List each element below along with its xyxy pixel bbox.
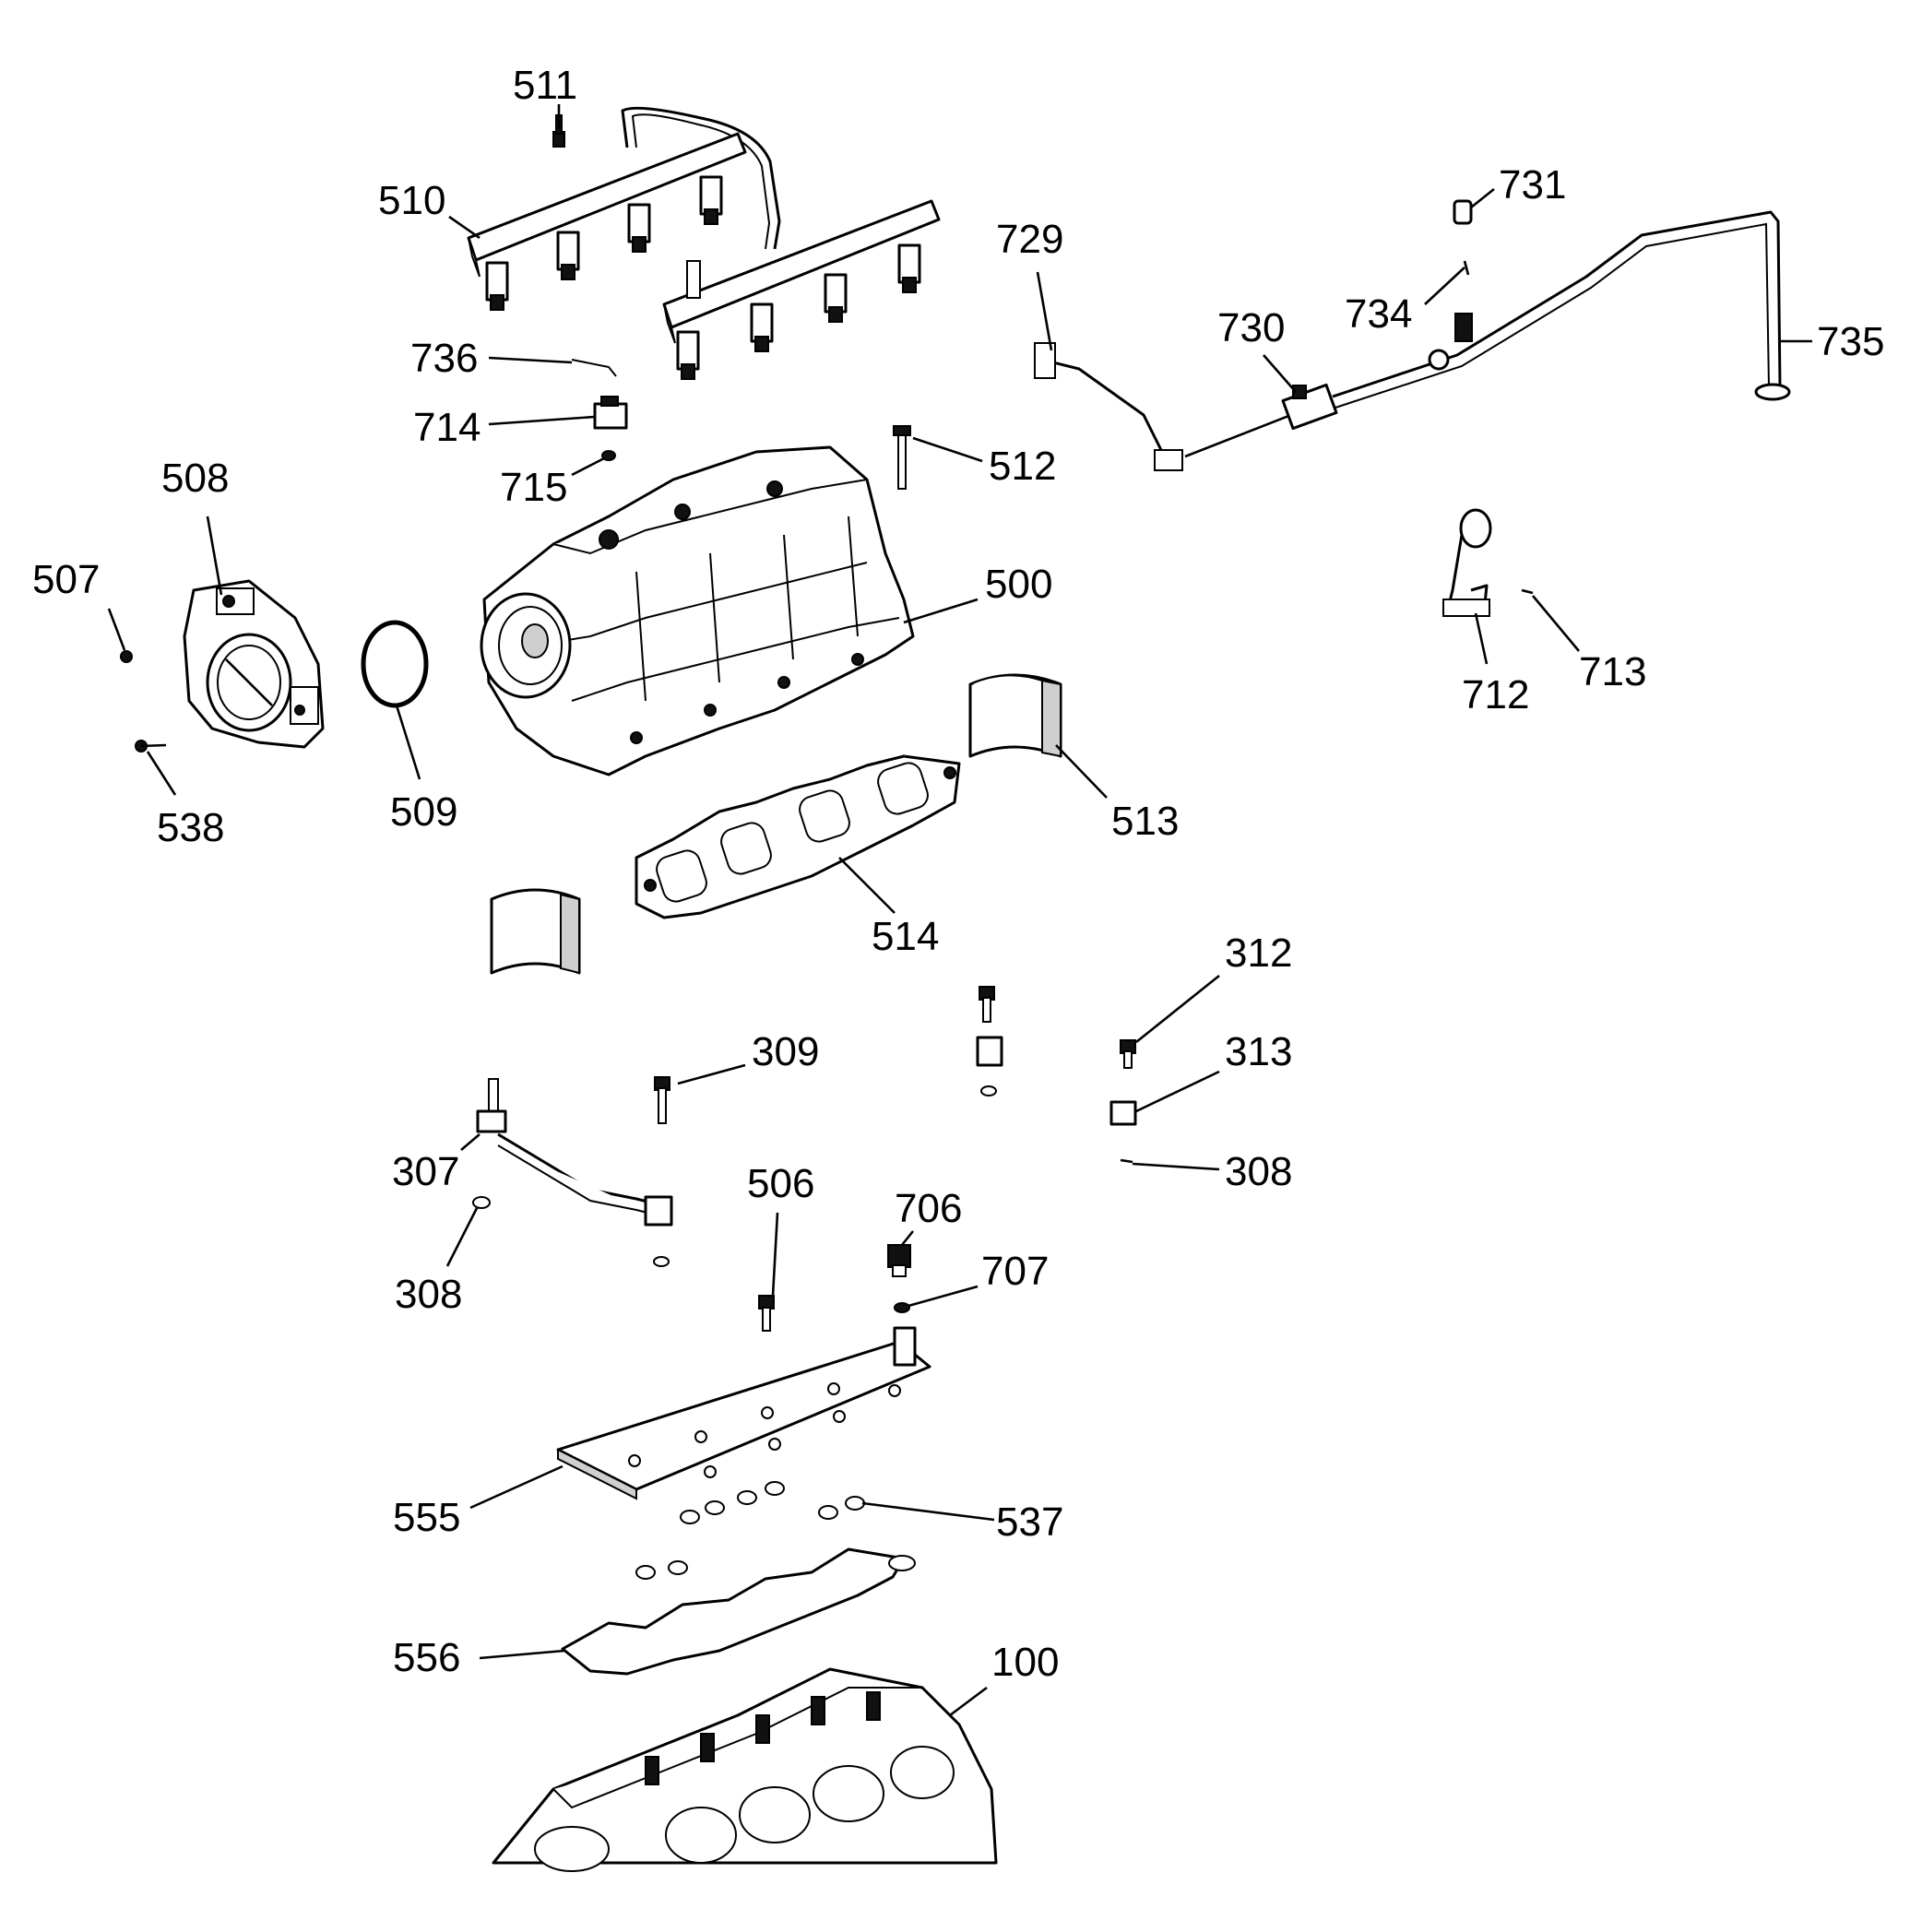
part-556-gasket <box>561 1547 916 1676</box>
part-514-intake-gasket <box>635 754 961 919</box>
callout-514: 514 <box>872 914 939 959</box>
callout-715: 715 <box>500 465 567 510</box>
part-510-fuel-rail <box>467 106 941 380</box>
part-729-tube <box>1034 342 1183 471</box>
callout-730: 730 <box>1217 305 1285 350</box>
callout-309: 309 <box>752 1029 819 1074</box>
part-312-bolt <box>1120 1039 1136 1069</box>
part-508-throttle-body <box>183 579 325 749</box>
leader-lines <box>107 104 1812 1717</box>
part-309-bolt <box>654 1076 670 1124</box>
callout-500: 500 <box>985 562 1052 607</box>
part-735-tube <box>1332 210 1791 409</box>
part-100-engine-block <box>492 1667 998 1872</box>
callout-537: 537 <box>996 1499 1063 1545</box>
callout-308-right: 308 <box>1225 1149 1292 1194</box>
callout-734: 734 <box>1345 291 1412 337</box>
callout-735: 735 <box>1817 319 1884 364</box>
callout-506: 506 <box>747 1161 814 1206</box>
part-509-seal-ring <box>361 620 429 708</box>
callout-labels: 511 510 731 729 734 730 735 736 714 715 … <box>32 63 1884 1685</box>
part-512-stud <box>893 425 911 490</box>
part-537-o-rings <box>635 1481 865 1580</box>
callout-555: 555 <box>393 1495 460 1540</box>
callout-729: 729 <box>996 217 1063 262</box>
callout-712: 712 <box>1462 672 1529 717</box>
part-center-bolt <box>976 986 1003 1067</box>
callout-513: 513 <box>1111 799 1179 844</box>
callout-511: 511 <box>513 63 577 108</box>
part-707-o-ring <box>894 1302 910 1313</box>
part-506-bolt <box>758 1295 775 1332</box>
callout-707: 707 <box>981 1249 1049 1294</box>
callout-313: 313 <box>1225 1029 1292 1074</box>
part-507-nut <box>120 650 133 663</box>
part-734-clip <box>1463 260 1470 276</box>
part-713-pin <box>1521 588 1534 595</box>
part-712-bracket <box>1442 508 1492 617</box>
part-500-intake-manifold <box>480 445 915 776</box>
part-706-sensor <box>887 1244 911 1277</box>
part-736-clip <box>571 359 617 377</box>
callout-736: 736 <box>410 336 478 381</box>
part-731-cap <box>1453 199 1473 225</box>
callout-507: 507 <box>32 557 100 602</box>
part-313-clip <box>1109 1100 1137 1126</box>
part-513-insulator <box>968 673 1062 758</box>
callout-512: 512 <box>989 444 1056 489</box>
callout-538: 538 <box>157 805 224 850</box>
callout-312: 312 <box>1225 930 1292 976</box>
part-insulator-block <box>490 888 581 975</box>
part-308-o-ring <box>472 1085 1133 1267</box>
callout-100: 100 <box>991 1640 1059 1685</box>
callout-706: 706 <box>895 1186 962 1231</box>
callout-556: 556 <box>393 1635 460 1680</box>
callout-508: 508 <box>161 456 229 501</box>
callout-509: 509 <box>390 789 457 835</box>
part-714-sensor <box>593 396 628 430</box>
part-307-tube <box>476 1078 673 1227</box>
callout-307: 307 <box>392 1149 459 1194</box>
part-715-seal <box>601 450 616 461</box>
callout-510: 510 <box>378 178 445 223</box>
callout-714: 714 <box>413 405 480 450</box>
callout-731: 731 <box>1499 162 1566 207</box>
part-555-valley-cover <box>556 1326 931 1500</box>
callout-308-left: 308 <box>395 1272 462 1317</box>
callout-713: 713 <box>1579 649 1646 694</box>
part-538-bolt <box>135 740 167 753</box>
part-730-connector <box>1184 383 1338 458</box>
